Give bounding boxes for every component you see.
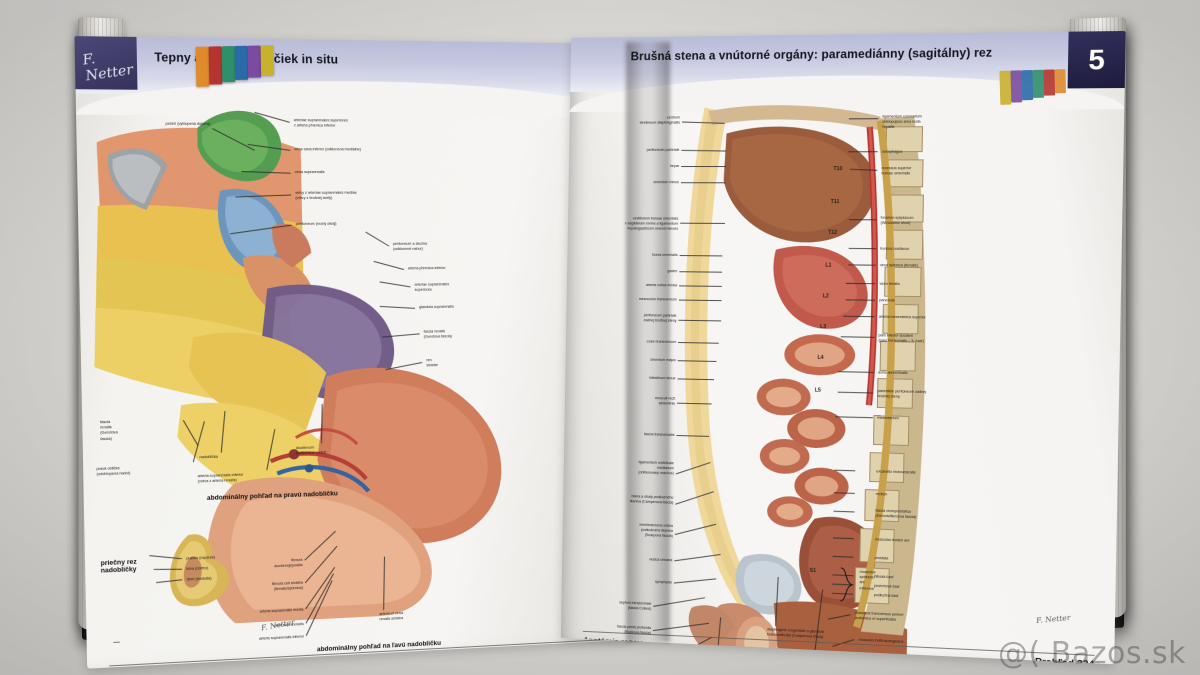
vertebral-level-marker: L5: [814, 387, 821, 394]
index-tab[interactable]: [1043, 69, 1056, 96]
anatomy-label: pars inferior duodeni (pars horizontalis…: [878, 333, 924, 344]
anatomy-label: musculus puborectalis (vnútorný mediálny…: [762, 653, 832, 665]
anatomy-label: truncus coeliacus: [880, 246, 910, 251]
index-tab[interactable]: [1010, 70, 1023, 103]
left-footer-section: Obličky a nadobličky: [538, 644, 617, 659]
index-tab[interactable]: [260, 45, 275, 76]
index-tabs-right[interactable]: [999, 69, 1067, 115]
illustration-sagittal-abdomen: [680, 104, 930, 665]
brace-icon: [838, 567, 855, 603]
anatomy-label: ren sinister: [426, 358, 439, 368]
anatomy-label: testis: [711, 653, 720, 658]
illustration-adrenal-cross-section: [169, 532, 230, 608]
left-page: F. Netter Tepny a žily nadobličiek in si…: [74, 36, 632, 669]
anatomy-label: vetvy z arteriae suprarenales mediae (ve…: [295, 190, 357, 201]
anatomy-label: fascia renalis (Gerotova fascia): [423, 329, 452, 339]
index-tab[interactable]: [208, 46, 223, 85]
atlas-logo: F. Netter: [74, 36, 138, 90]
anatomy-label: fascia renalis (Gerotova fascia): [99, 419, 118, 441]
anatomy-label: pečeň (vyklopená dohora): [165, 121, 211, 126]
anatomy-label: vena suprarenalis: [294, 169, 325, 175]
right-page: Brušná stena a vnútorné orgány: paramedi…: [560, 30, 1126, 665]
anatomy-label: foramen epiploicum (Winslowov otvor): [880, 215, 914, 226]
anatomy-label: ligamentum coronarium obklopujúce area n…: [882, 114, 922, 130]
label-leader-line: [848, 151, 878, 153]
index-tab[interactable]: [247, 45, 262, 78]
vertebral-level-marker: T11: [830, 198, 840, 206]
watermark: @( Bazos.sk: [998, 636, 1186, 671]
index-tab[interactable]: [221, 46, 236, 83]
chapter-number-tab: 5: [1067, 30, 1126, 89]
index-tabs-left[interactable]: [195, 45, 275, 91]
book-gutter-shadow: [626, 42, 670, 642]
vertebral-level-marker: L2: [822, 293, 829, 300]
brace-group-label: musculus sphincter ani externus: [859, 569, 876, 591]
left-footer-page: Prehľad 323: [112, 666, 172, 668]
netter-signature-logo: F. Netter: [81, 51, 135, 85]
vertebral-level-marker: T10: [833, 166, 843, 173]
label-leader-line: [848, 118, 879, 120]
anatomy-label: arteria suprarenalis inferior: [258, 634, 304, 641]
index-tab[interactable]: [234, 45, 249, 80]
vertebral-level-marker: L3: [820, 324, 827, 331]
index-tab[interactable]: [1032, 69, 1045, 98]
anatomy-label: arteriae suprarenales superiores z arter…: [293, 118, 348, 128]
label-leader-line: [681, 166, 726, 167]
anatomy-label: arteriae suprarenales superiores: [414, 282, 450, 293]
label-leader-line: [680, 182, 726, 183]
index-tab[interactable]: [1054, 69, 1067, 94]
vertebral-level-marker: L4: [817, 354, 824, 362]
anatomy-label: arteria phrenica inferior: [407, 265, 446, 271]
artist-signature-right: F. Netter: [1036, 613, 1072, 626]
anatomy-label: vena cava inferior (odklonená mediálne): [294, 147, 362, 152]
anatomy-label: tunica vaginalis testis: [634, 655, 669, 662]
anatomy-label: recessus superior bursae omentalis: [881, 166, 912, 176]
illustration-left-adrenal: [176, 283, 503, 625]
index-tab[interactable]: [1021, 70, 1034, 101]
vertebral-level-marker: L1: [825, 262, 832, 269]
vertebral-level-marker: T12: [827, 229, 838, 236]
anatomy-label: oesophagus: [881, 149, 903, 154]
vertebral-level-marker: S1: [809, 567, 816, 575]
index-tab[interactable]: [195, 46, 210, 87]
left-caption-inset: priečny rez nadobličky: [100, 558, 137, 575]
open-book: F. Netter Tepny a žily nadobličiek in si…: [74, 17, 1126, 669]
anatomy-label: arteria et vena renalis sinistra: [379, 610, 404, 622]
anatomy-label: peritoneum (rezný okraj): [295, 221, 337, 226]
anatomy-label: peritoneum a slezina (odklonené nahor): [392, 241, 427, 252]
